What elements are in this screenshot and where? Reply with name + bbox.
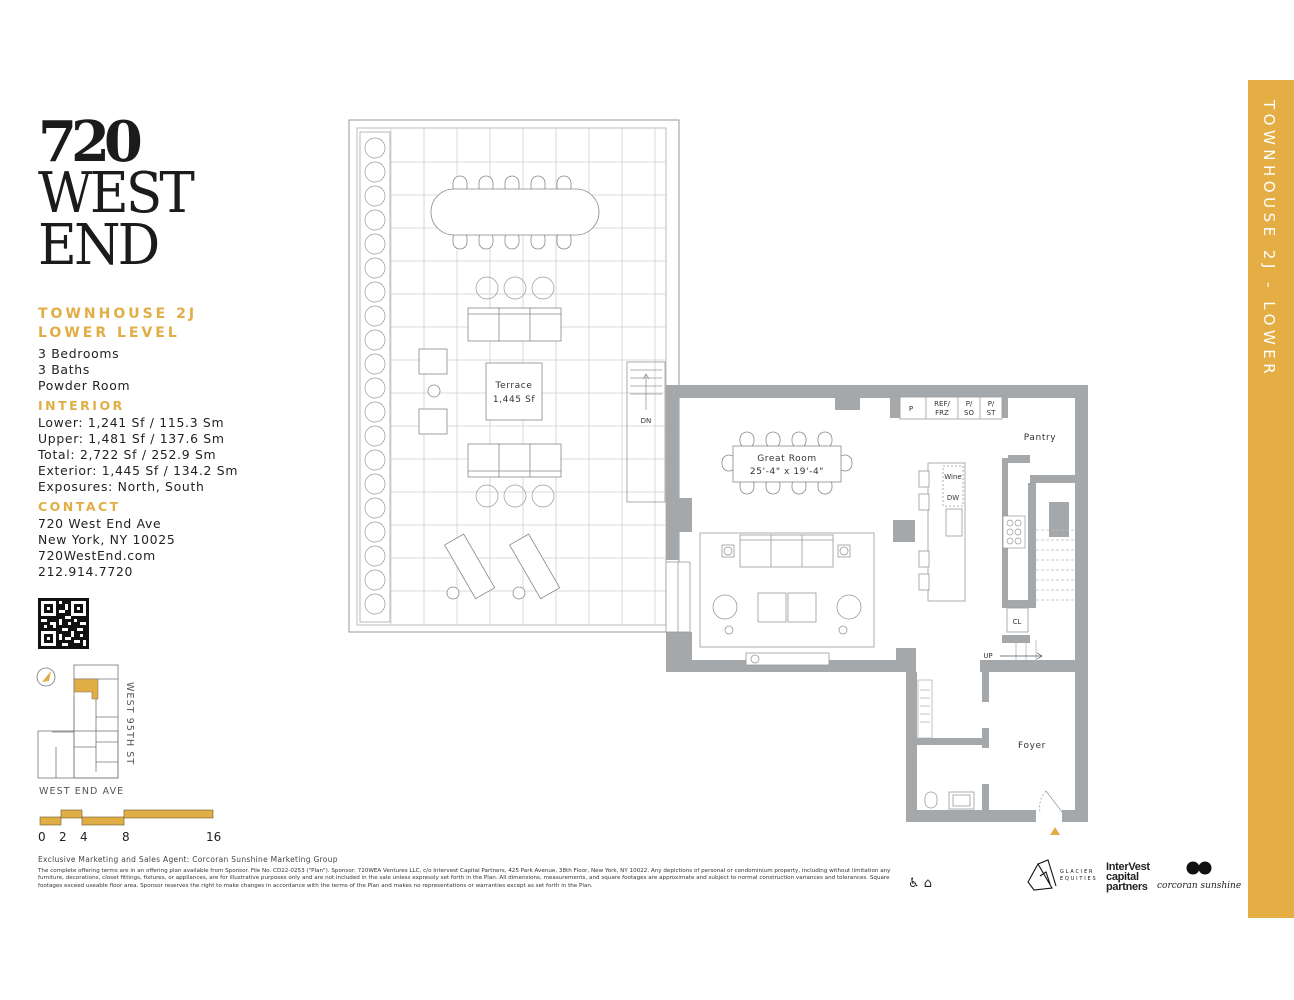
logo-line-3: END [38,213,160,278]
feature-baths: 3 Baths [38,362,90,377]
logo-720-west-end: 720 WEST END [38,109,208,278]
unit-title-1: TOWNHOUSE 2J [38,306,198,322]
street-label-bottom: WEST END AVE [39,786,125,797]
side-band: TOWNHOUSE 2J - LOWER [1248,80,1294,918]
corcoran-sunshine-logo: corcoran sunshine [1157,860,1241,891]
svg-text:P/: P/ [988,400,995,408]
side-band-text: TOWNHOUSE 2J - LOWER [1260,100,1278,379]
planter-strip [359,131,391,623]
street-label-side: WEST 95TH ST [124,682,135,766]
island-wine: Wine [944,473,961,481]
contact-address1: 720 West End Ave [38,516,162,531]
key-plan [36,664,119,779]
terrace [348,119,680,633]
marketing-agent: Exclusive Marketing and Sales Agent: Cor… [38,855,338,864]
svg-text:FRZ: FRZ [935,409,949,417]
appliance-p: P [909,405,913,413]
accessibility-equal-housing-icon: ♿ ⌂ [908,876,933,891]
svg-text:EQUITIES: EQUITIES [1060,876,1098,882]
contact-phone: 212.914.7720 [38,564,134,579]
scale-bar: 0 2 4 8 16 [38,807,222,847]
interior-upper: Upper: 1,481 Sf / 137.6 Sm [38,431,225,446]
pantry-label: Pantry [1024,433,1056,443]
interior-exterior: Exterior: 1,445 Sf / 134.2 Sm [38,463,239,478]
scale-label-8: 8 [122,830,130,844]
logo-line-2: WEST [38,161,195,226]
contact-website[interactable]: 720WestEnd.com [38,548,156,563]
great-room-label: Great Room [757,454,817,464]
svg-text:GLACIER: GLACIER [1060,869,1094,875]
stair-down [626,361,666,503]
stair-up [1036,529,1074,601]
feature-bedrooms: 3 Bedrooms [38,346,120,361]
closet-label: CL [1013,618,1022,626]
island-dw: DW [947,494,959,502]
scale-label-16: 16 [206,830,222,844]
corcoran-mark-icon [1186,861,1212,875]
glacier-equities-logo: GLACIER EQUITIES [1026,858,1101,894]
svg-text:SO: SO [964,409,974,417]
north-arrow-icon [42,671,51,682]
great-room-dims: 25'-4" x 19'-4" [750,467,824,477]
interior-exposures: Exposures: North, South [38,479,205,494]
intervest-logo: InterVest capital partners [1106,861,1150,893]
interior-lower: Lower: 1,241 Sf / 115.3 Sm [38,415,225,430]
floor-plan: Terrace 1,445 Sf DN [348,119,1088,835]
foyer-label: Foyer [1018,741,1046,751]
living-area [699,532,875,666]
logo-line-1: 720 [38,109,143,175]
interior-heading: INTERIOR [38,398,125,413]
interior-total: Total: 2,722 Sf / 252.9 Sm [38,447,217,462]
scale-label-0: 0 [38,830,46,844]
svg-text:REF/: REF/ [934,400,950,408]
contact-address2: New York, NY 10025 [38,532,176,547]
compass-icon [36,667,56,687]
unit-info: TOWNHOUSE 2J LOWER LEVEL 3 Bedrooms 3 Ba… [38,305,278,580]
svg-text:ST: ST [987,409,996,417]
terrace-dining-table [430,175,600,250]
terrace-label: Terrace [495,381,533,391]
scale-label-2: 2 [59,830,67,844]
qr-code[interactable] [38,598,89,649]
feature-powder: Powder Room [38,378,131,393]
svg-text:P/: P/ [966,400,973,408]
terrace-area: 1,445 Sf [493,395,536,405]
entry-marker-icon [1050,827,1060,835]
stair-dn-label: DN [641,417,652,425]
legal-disclaimer: The complete offering terms are in an of… [38,868,891,889]
unit-title-2: LOWER LEVEL [38,325,180,341]
kitchen-island [918,462,966,602]
great-room-dining-table [721,431,853,495]
scale-label-4: 4 [80,830,88,844]
unit-highlight [73,678,99,700]
stair-up-label: UP [983,652,992,660]
contact-heading: CONTACT [38,499,121,514]
